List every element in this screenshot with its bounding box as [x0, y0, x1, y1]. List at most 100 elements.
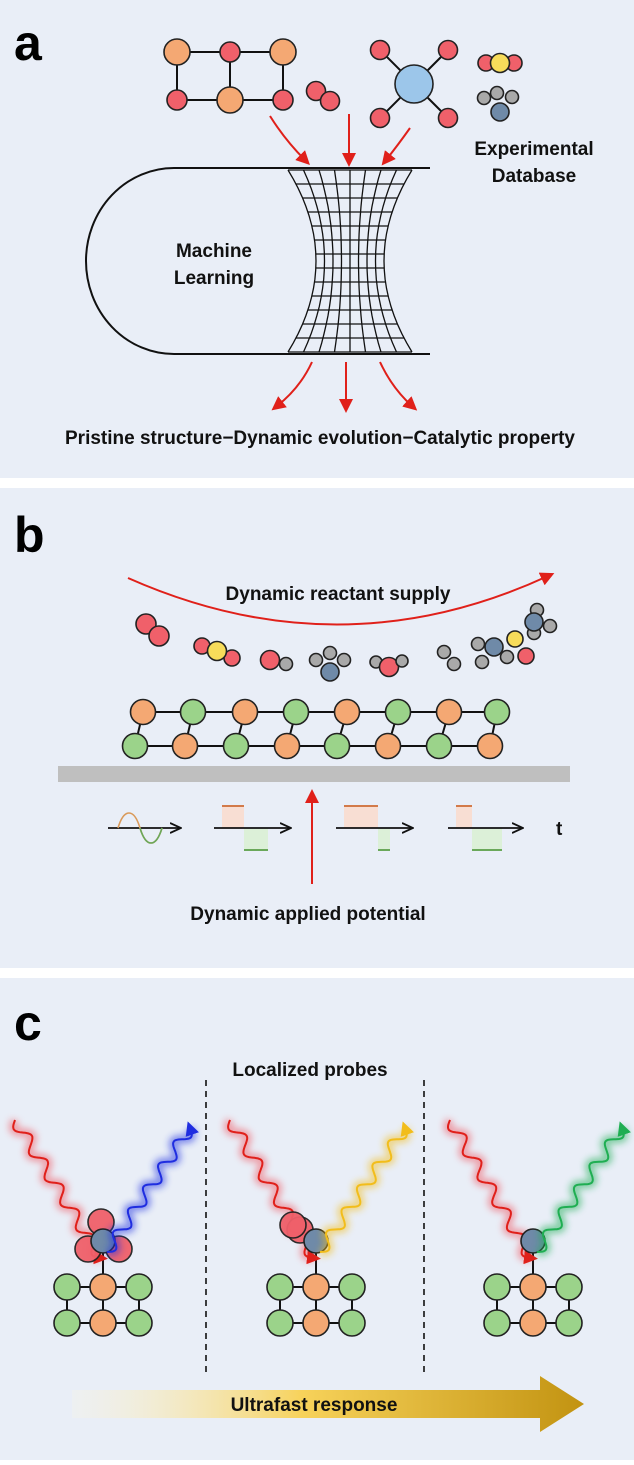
catalyst-atom	[121, 732, 149, 760]
mesh-column	[357, 169, 367, 353]
reactant-gray-slate-2	[470, 636, 515, 670]
grid-atom	[555, 1309, 583, 1337]
catalyst-atom	[179, 698, 207, 726]
reactant-red-yellow-red	[193, 637, 241, 667]
funnel-mesh	[287, 169, 413, 353]
time-label: t	[556, 819, 563, 840]
ml-outline	[85, 167, 430, 355]
panel-a-letter: a	[14, 15, 43, 71]
reactant-o2	[135, 613, 170, 647]
grid-atom	[555, 1273, 583, 1301]
reactant-oh	[369, 654, 409, 678]
probes-label: Localized probes	[232, 1060, 387, 1081]
relationship-label: Pristine structure−Dynamic evolution−Cat…	[65, 428, 575, 449]
probe-scene-blue	[8, 1118, 199, 1337]
database-label-line2: Database	[492, 166, 577, 187]
grid-atom	[483, 1273, 511, 1301]
panel-a-background	[0, 0, 634, 478]
probe-scenes	[8, 1118, 631, 1337]
waveform-square-3	[448, 805, 522, 851]
catalyst-atom	[231, 698, 259, 726]
panel-a: a	[0, 0, 634, 478]
catalyst-atom	[483, 698, 511, 726]
ml-label-line2: Learning	[174, 268, 254, 289]
response-arrow	[72, 1376, 584, 1432]
grid-atom	[53, 1309, 81, 1337]
catalyst-atom	[333, 698, 361, 726]
grid-atom	[302, 1309, 330, 1337]
grid-atom	[266, 1309, 294, 1337]
probe-scene-green	[443, 1118, 631, 1337]
mesh-column	[287, 169, 317, 353]
probe-scene-yellow	[223, 1118, 414, 1337]
response-label: Ultrafast response	[231, 1395, 398, 1416]
catalyst-atom	[129, 698, 157, 726]
grid-atom	[302, 1273, 330, 1301]
catalyst-atom	[435, 698, 463, 726]
catalyst-atom	[273, 732, 301, 760]
ml-label: Machine Learning	[174, 241, 254, 289]
database-label-line1: Experimental	[474, 139, 593, 160]
reactant-co	[259, 649, 294, 672]
catalyst-atom	[374, 732, 402, 760]
catalyst-atom	[282, 698, 310, 726]
catalyst-atom	[323, 732, 351, 760]
grid-atom	[89, 1273, 117, 1301]
catalyst-atom	[425, 732, 453, 760]
waveform-square-2	[336, 805, 412, 851]
scattered-wave	[106, 1121, 199, 1253]
mesh-column	[383, 169, 413, 353]
mesh-column	[333, 169, 343, 353]
supply-label: Dynamic reactant supply	[226, 584, 451, 605]
grid-atom	[338, 1273, 366, 1301]
grid-atom	[519, 1309, 547, 1337]
panel-c: c Localized probes Ultrafast response	[0, 978, 634, 1460]
panel-b-letter: b	[14, 507, 45, 563]
grid-atom	[125, 1273, 153, 1301]
output-arrow-right	[379, 361, 418, 411]
mesh-column	[366, 169, 382, 353]
catalyst-ladder	[121, 698, 511, 760]
waveform-sine	[108, 812, 180, 844]
scattered-wave	[319, 1121, 414, 1253]
mesh-column	[318, 169, 334, 353]
grid-atom	[338, 1309, 366, 1337]
grid-atom	[125, 1309, 153, 1337]
potential-label: Dynamic applied potential	[190, 904, 425, 925]
ml-label-line1: Machine	[176, 241, 252, 262]
waveform-square-1	[214, 805, 290, 851]
molecule-red-yellow-red	[477, 52, 523, 74]
reactant-yellow-red	[506, 630, 535, 665]
grid-atom	[89, 1309, 117, 1337]
panel-b-background	[0, 488, 634, 968]
mesh-column	[374, 169, 398, 353]
incident-wave	[447, 1119, 538, 1265]
molecule-ring	[163, 38, 297, 114]
grid-atom	[483, 1309, 511, 1337]
output-arrow-left	[271, 361, 313, 411]
grid-atom	[519, 1273, 547, 1301]
grid-atom	[53, 1273, 81, 1301]
reactant-gray-pair	[436, 644, 462, 672]
catalyst-atom	[222, 732, 250, 760]
input-arrow-left	[269, 115, 310, 165]
reactant-slate-gray	[524, 602, 558, 641]
molecule-tetrahedral	[369, 39, 459, 129]
input-arrow-right	[381, 127, 411, 166]
molecule-gray-slate	[476, 85, 520, 122]
catalyst-atom	[476, 732, 504, 760]
substrate	[58, 766, 570, 782]
adsorbate-o-atom	[279, 1211, 307, 1239]
molecule-o2	[305, 80, 341, 112]
mesh-column	[302, 169, 326, 353]
catalyst-atom	[384, 698, 412, 726]
grid-atom	[266, 1273, 294, 1301]
incident-wave	[12, 1119, 108, 1265]
catalyst-atom	[171, 732, 199, 760]
panel-b: b Dynamic reactant supply	[0, 488, 634, 968]
supply-arc	[127, 572, 555, 626]
panel-c-letter: c	[14, 995, 42, 1051]
reactant-gray-slate-1	[308, 645, 352, 682]
scattered-wave	[536, 1121, 631, 1253]
